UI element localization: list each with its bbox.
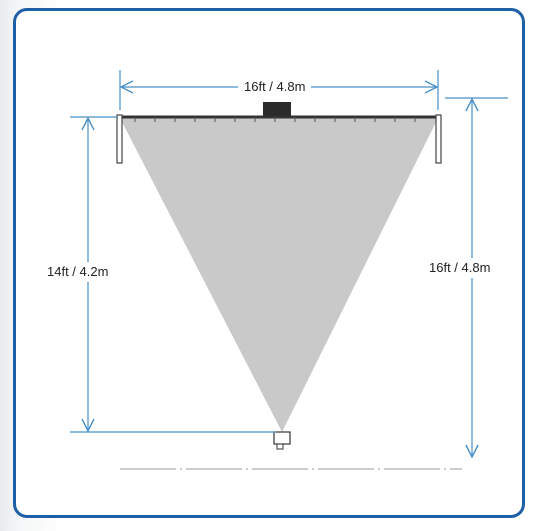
projection-beam <box>120 118 438 432</box>
throw-distance-label: 14ft / 4.2m <box>44 262 112 282</box>
speaker-icon <box>263 102 291 116</box>
projector-icon <box>273 431 291 450</box>
screen-width-label: 16ft / 4.8m <box>238 79 312 95</box>
screen-bar-ticks <box>134 117 416 122</box>
screen-post-right <box>435 114 442 164</box>
room-height-label: 16ft / 4.8m <box>426 258 494 278</box>
screen-post-left <box>116 114 123 164</box>
